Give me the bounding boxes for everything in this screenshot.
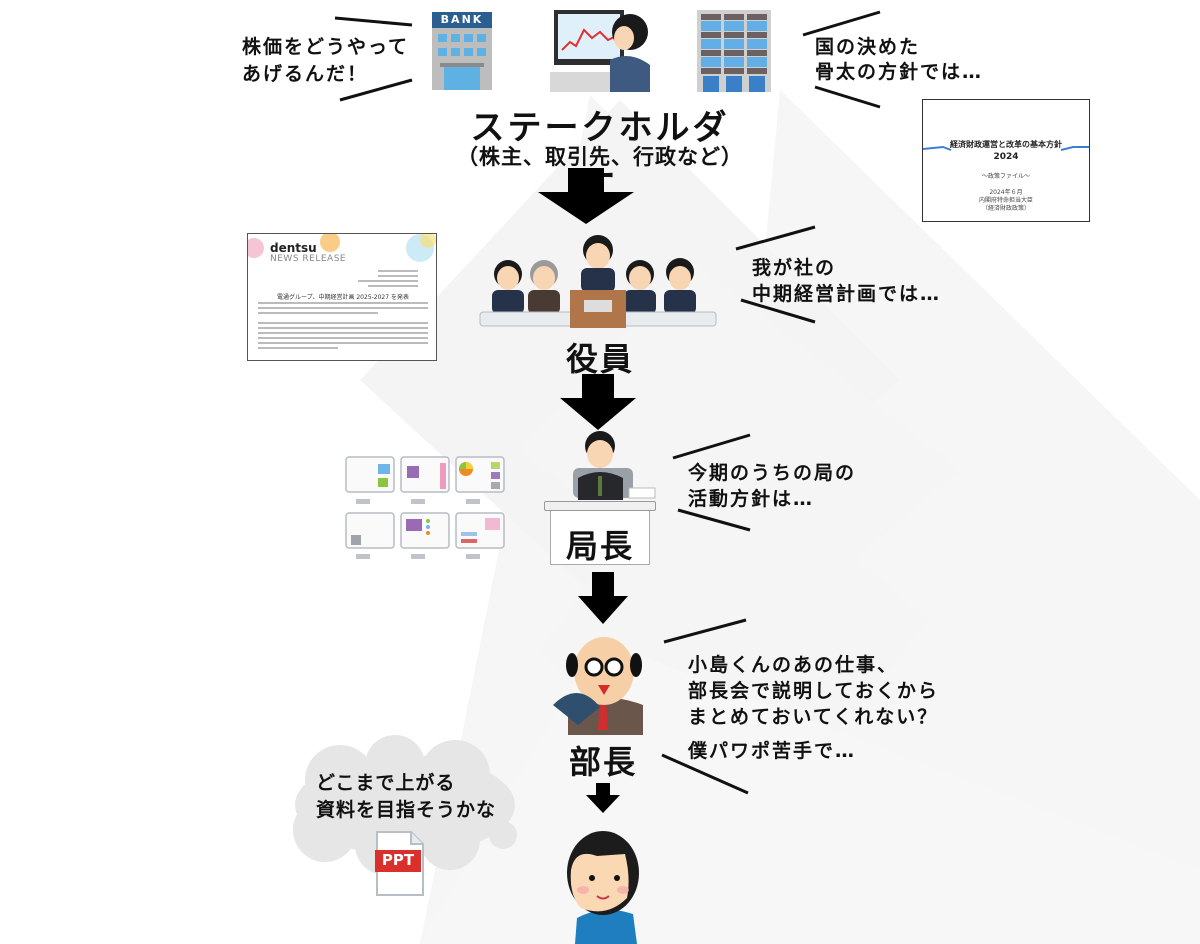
arrow-down-icon — [560, 374, 636, 430]
news-release-document: dentsu NEWS RELEASE 電通グループ、中期経営計画 2025-2… — [247, 233, 437, 361]
investor-illustration — [550, 10, 650, 92]
news-release-header-art — [248, 234, 436, 262]
executive-person — [624, 260, 656, 314]
speech-department-head-aside: 僕パワポ苦手で… — [688, 740, 857, 762]
department-head-illustration — [553, 637, 643, 735]
policy-doc-org: 内閣府特命担当大臣 — [978, 197, 1033, 204]
speech-department-head: 小島くんのあの仕事、 部長会で説明しておくから まとめておいてくれない？ — [688, 654, 939, 728]
document-decoration — [923, 145, 1089, 151]
bank-sign: BANK — [440, 13, 484, 26]
presentation-slides-illustration — [343, 455, 508, 560]
executive-person — [528, 260, 560, 314]
ppt-file-icon: PPT — [375, 830, 425, 897]
executive-person — [664, 258, 696, 314]
policy-doc-title: 経済財政運営と改革の基本方針 — [950, 140, 1062, 149]
ppt-badge: PPT — [381, 851, 415, 869]
arrow-down-icon — [578, 572, 628, 624]
arrow-down-icon — [538, 168, 634, 224]
file-icon — [375, 831, 424, 896]
bureau-chief-desk: 局長 — [544, 501, 656, 565]
government-building-illustration — [697, 10, 771, 92]
employee-thought: どこまで上がる 資料を目指そうかな — [316, 772, 497, 821]
news-release-headline: 電通グループ、中期経営計画 2025-2027 を発表 — [277, 294, 409, 301]
executives-role-label: 役員 — [565, 340, 634, 378]
speech-executives: 我が社の 中期経営計画では… — [752, 257, 942, 305]
policy-doc-date: 2024年６月 — [989, 189, 1023, 196]
department-head-role-label: 部長 — [568, 743, 637, 781]
bank-illustration: BANK — [432, 12, 492, 90]
diamond-exec — [520, 260, 960, 640]
executives-illustration — [479, 235, 717, 328]
bureau-chief-illustration — [573, 431, 656, 500]
executive-person-center — [581, 235, 615, 292]
policy-doc-dept: （経済財政政策） — [981, 205, 1030, 212]
speech-bureau-chief: 今期のうちの局の 活動方針は… — [688, 462, 857, 510]
desk-top — [544, 501, 656, 511]
policy-doc-subtitle: 〜政策ファイル〜 — [981, 173, 1030, 180]
speech-shareholder: 株価をどうやって あげるんだ！ — [242, 36, 410, 85]
speech-lines-exec — [735, 225, 816, 324]
speech-lines-gov — [802, 10, 881, 109]
policy-doc-year: 2024 — [993, 152, 1019, 162]
speech-lines-bureau — [672, 433, 751, 532]
news-release-label: NEWS RELEASE — [270, 254, 347, 264]
bank-icon — [432, 12, 492, 90]
news-release-brand: dentsu — [270, 241, 317, 255]
policy-document: 経済財政運営と改革の基本方針 2024 〜政策ファイル〜 2024年６月 内閣府… — [922, 99, 1090, 222]
stakeholders-subtitle: （株主、取引先、行政など） — [457, 145, 743, 169]
executive-person — [492, 260, 524, 314]
bureau-chief-role-label: 局長 — [565, 527, 634, 565]
speech-lines-left — [334, 16, 413, 102]
news-release-body-lines — [258, 270, 428, 349]
speech-government: 国の決めた 骨太の方針では… — [815, 36, 984, 83]
desk-front — [550, 511, 650, 565]
speech-lines-department — [661, 618, 749, 795]
employee-illustration — [567, 831, 639, 944]
arrow-down-icon — [586, 783, 620, 813]
slides-icon — [345, 456, 505, 559]
stakeholders-title: ステークホルダー — [470, 108, 730, 197]
